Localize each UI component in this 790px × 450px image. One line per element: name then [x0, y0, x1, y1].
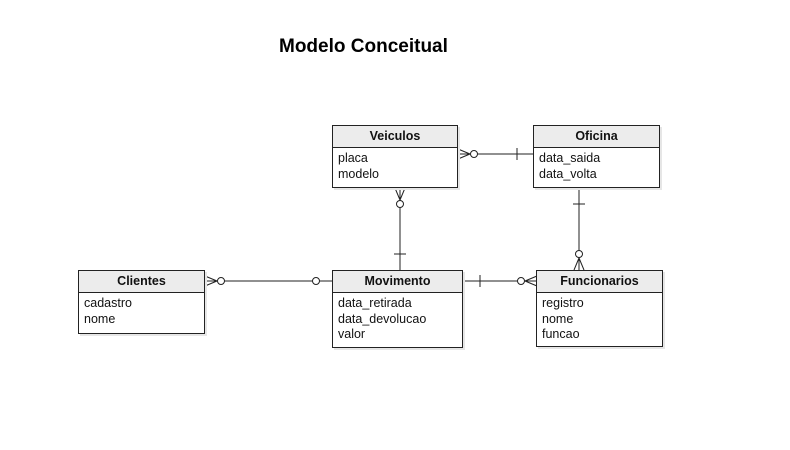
entity-movimento-name: Movimento: [333, 271, 462, 293]
entity-oficina[interactable]: Oficina data_saida data_volta: [533, 125, 660, 188]
attribute-valor: valor: [338, 327, 366, 341]
attribute-nome: nome: [84, 311, 116, 326]
entity-funcionarios-name: Funcionarios: [537, 271, 662, 293]
entity-clientes[interactable]: Clientes cadastro nome: [78, 270, 205, 334]
entity-veiculos-name: Veiculos: [333, 126, 457, 148]
attribute-data-saida: data_saida: [539, 151, 601, 165]
relationship-clientes-movimento: [204, 275, 332, 287]
attribute-data-volta: data_volta: [539, 166, 597, 181]
relationship-veiculos-movimento: [394, 187, 406, 270]
attribute-placa: placa: [338, 151, 368, 165]
entity-oficina-name: Oficina: [534, 126, 659, 148]
entity-veiculos[interactable]: Veiculos placa modelo: [332, 125, 458, 188]
relationship-veiculos-oficina: [457, 148, 533, 160]
entity-funcionarios[interactable]: Funcionarios registro nome funcao: [536, 270, 663, 347]
attribute-modelo: modelo: [338, 166, 379, 181]
attribute-cadastro: cadastro: [84, 296, 132, 310]
entity-movimento[interactable]: Movimento data_retirada data_devolucao v…: [332, 270, 463, 348]
entity-clientes-name: Clientes: [79, 271, 204, 293]
attribute-registro: registro: [542, 296, 584, 310]
attribute-funcao: funcao: [542, 327, 580, 341]
relationship-oficina-funcionarios: [573, 188, 585, 271]
attribute-data-devolucao: data_devolucao: [338, 311, 427, 326]
relationship-movimento-funcionarios: [463, 275, 538, 287]
page-title: Modelo Conceitual: [279, 36, 448, 57]
attribute-data-retirada: data_retirada: [338, 296, 412, 310]
attribute-nome: nome: [542, 311, 574, 326]
